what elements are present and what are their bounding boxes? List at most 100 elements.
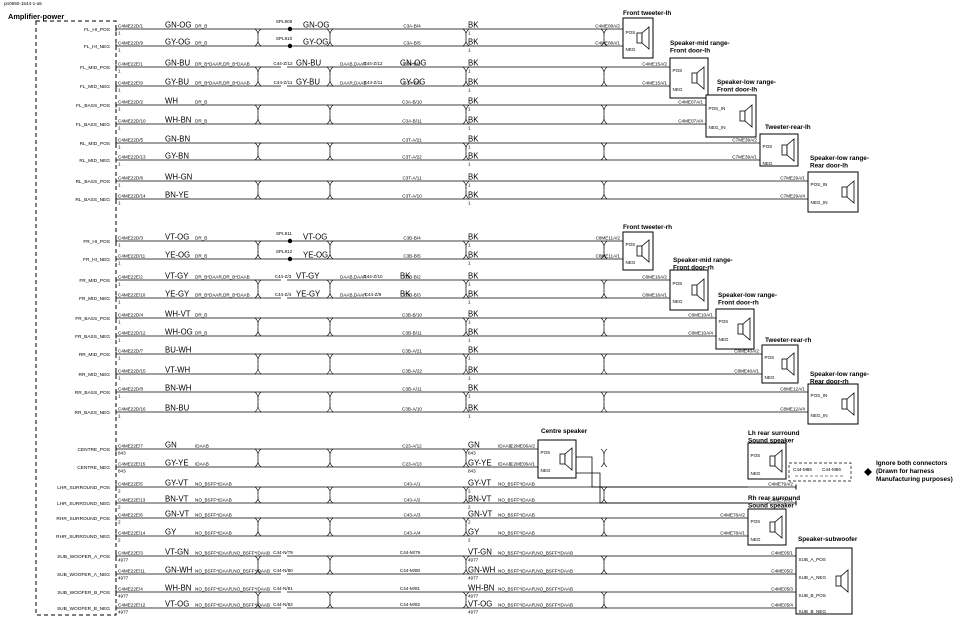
right-wire-color: BK	[468, 97, 479, 106]
right-wire-number: 4977	[468, 558, 479, 563]
wire-color: VT-GY	[165, 272, 189, 281]
diamond-note-icon	[864, 468, 872, 476]
inline-connector-b: C44-M/80	[400, 568, 421, 573]
twist-marker	[462, 104, 470, 125]
twist-marker	[326, 240, 334, 260]
midline-connector: C3A-B/2	[403, 62, 421, 67]
signal-name: SUB_WOOFER_A_POS	[57, 554, 110, 560]
speaker-pin-name: NEG	[626, 47, 636, 52]
speaker-pin-label: C2ME06A/2	[510, 444, 535, 449]
signal-name: RL_BASS_POS	[76, 179, 110, 185]
option-code: DR_B*DAAR,DR_B*DAAB	[195, 62, 250, 67]
wire-color: BN-VT	[165, 495, 189, 504]
amp-pin-label: C4ME22E/4	[118, 587, 143, 592]
ignore-connector-box	[788, 462, 852, 482]
twist-marker	[254, 142, 262, 161]
speaker-pin-name: POS_IN	[709, 106, 726, 111]
inline-connector-b: C44-Z/10	[363, 274, 383, 279]
twist-marker	[326, 353, 334, 375]
splice-dot	[287, 238, 293, 244]
twist-marker	[600, 240, 608, 260]
speaker-title: Speaker-low range-	[810, 371, 869, 378]
right-wire-color: GN	[468, 441, 480, 450]
speaker-magnet	[636, 32, 643, 44]
wire-color: GN-WH	[165, 566, 192, 575]
wire-color: GY-VT	[165, 479, 188, 488]
wire-color-3: BK	[400, 290, 411, 299]
wire-color: YE-OG	[165, 251, 190, 260]
wire-number: 1	[118, 414, 121, 419]
speaker-pin-name: NEG	[626, 260, 636, 265]
speaker-title: Tweeter-rear-lh	[765, 124, 811, 131]
option-code: DR_B	[195, 254, 207, 259]
wire-color: VT-OG	[165, 233, 189, 242]
wire-color: BN-BU	[165, 404, 190, 413]
wire-number: 1	[118, 145, 121, 150]
inline-connector-a: C44-Z/12	[273, 61, 293, 66]
right-wire-number: 1	[468, 356, 471, 361]
inline-connector-a: C44-N/80	[273, 568, 293, 573]
wire-color: WH	[165, 97, 178, 106]
amplifier-module-outline	[35, 20, 117, 616]
speaker-pin-label: C4ME07A/1	[678, 100, 703, 105]
inline-connector-a: C44-N/82	[273, 602, 293, 607]
twist-marker	[326, 279, 334, 299]
speaker-pin-label: C7ME29A/1	[780, 176, 805, 181]
right-wire-number: 1	[468, 320, 471, 325]
speaker-pin-name: POS	[673, 68, 683, 73]
right-wire-number: 1	[468, 107, 471, 112]
document-id: pn0650-1544-1-a5	[4, 1, 42, 6]
wire-color: GY	[165, 528, 177, 537]
speaker-title: Sound speaker	[748, 503, 794, 510]
wire-color: GN-BN	[165, 135, 190, 144]
wire-number: 1	[118, 356, 121, 361]
inline-connector-a: C44-Z/4	[275, 292, 292, 297]
midline-connector: C43-A/4	[404, 531, 421, 536]
twist-marker	[254, 28, 262, 47]
right-wire-color: BK	[468, 21, 479, 30]
amp-pin-label: C4ME22D/7	[118, 349, 143, 354]
splice-label: SPL912	[276, 249, 293, 254]
amp-pin-label: C4ME22D/14	[118, 194, 146, 199]
amp-pin-label: C4ME22D/10	[118, 119, 146, 124]
wire-number: 2	[118, 538, 121, 543]
twist-marker	[600, 448, 608, 468]
speaker-pin-name: SUB_B_NEG	[799, 609, 827, 614]
right-option-code: IDAAB	[498, 444, 512, 449]
speaker-cone	[846, 392, 855, 416]
speaker-cone	[696, 278, 705, 302]
speaker-pin-name: POS	[763, 144, 773, 149]
amp-pin-label: C4ME22D/6	[118, 176, 143, 181]
midline-connector: C3B-B/5	[403, 254, 421, 259]
right-wire-color: BK	[468, 116, 479, 125]
wire-number: 2	[118, 489, 121, 494]
wire-color: GY-YE	[165, 459, 189, 468]
speaker-magnet	[781, 144, 788, 156]
twist-marker	[600, 517, 608, 537]
speaker-pin-label: C4ME05/3	[771, 587, 793, 592]
twisted-pair	[254, 279, 608, 299]
twist-marker	[462, 317, 470, 337]
amp-pin-label: C4ME22D/13	[118, 155, 146, 160]
option-code-2: DAAB,DAAR	[340, 293, 367, 298]
wire-number: 1	[118, 201, 121, 206]
right-option-code: NO_BSFF*IDAAB	[498, 531, 535, 536]
option-code: IDAAB	[195, 462, 209, 467]
twisted-pair	[254, 391, 608, 413]
option-code: DR_B	[195, 24, 207, 29]
wire-number: 1	[118, 107, 121, 112]
wire-color: BN-WH	[165, 384, 191, 393]
wire-number: 1	[118, 394, 121, 399]
midline-connector: C23-A/13	[402, 462, 422, 467]
twist-marker	[600, 279, 608, 299]
amp-pin-label: C4ME22D/9	[118, 41, 143, 46]
twist-marker	[326, 517, 334, 537]
right-wire-color: BK	[468, 38, 479, 47]
